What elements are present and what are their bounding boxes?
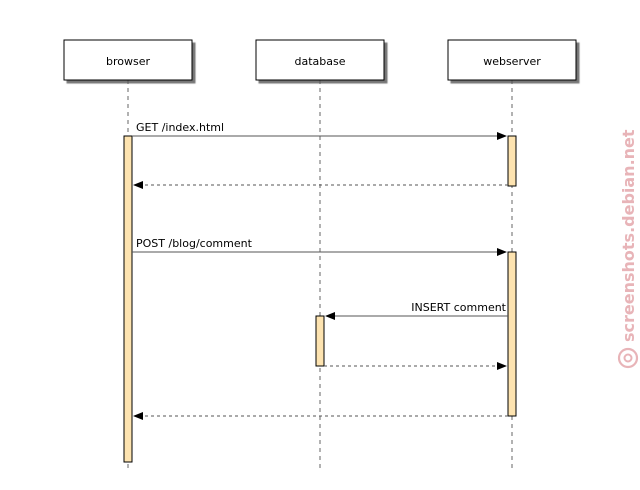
actor-label-browser: browser xyxy=(106,55,150,68)
actor-webserver: webserver xyxy=(447,39,577,81)
actor-browser: browser xyxy=(63,39,193,81)
message-label-post-comment: POST /blog/comment xyxy=(136,237,253,250)
actor-label-webserver: webserver xyxy=(483,55,541,68)
message-label-get-index: GET /index.html xyxy=(136,121,224,134)
message-insert-comment: INSERT comment xyxy=(325,301,508,320)
message-post-comment: POST /blog/comment xyxy=(132,237,507,256)
activation-browser xyxy=(123,135,133,463)
actor-database: database xyxy=(255,39,385,81)
activation-database xyxy=(315,315,325,367)
message-get-index: GET /index.html xyxy=(132,121,507,140)
activation-webserver-1 xyxy=(507,135,517,187)
activation-webserver-2 xyxy=(507,251,517,417)
message-label-insert-comment: INSERT comment xyxy=(411,301,506,314)
actor-label-database: database xyxy=(295,55,346,68)
